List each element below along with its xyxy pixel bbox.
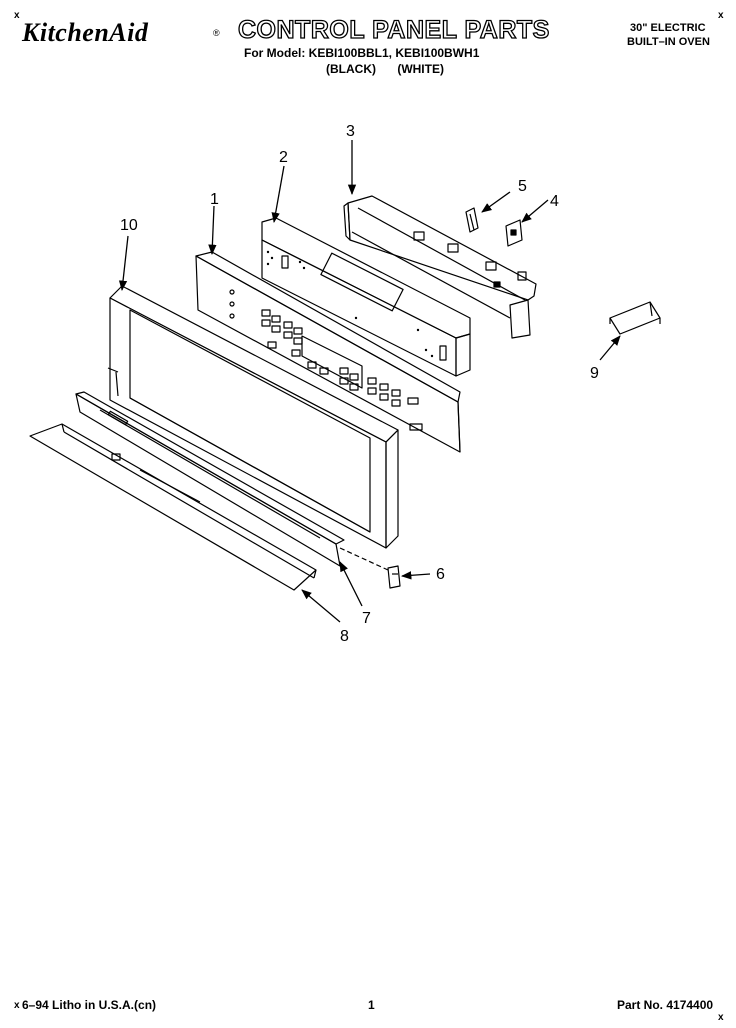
product-type-line1: 30" ELECTRIC <box>630 22 706 34</box>
part-9-angle-bracket <box>609 301 661 335</box>
part-1-faceplate <box>195 251 461 453</box>
brand-logo: KitchenAid <box>22 18 149 47</box>
page-title: CONTROL PANEL PARTS <box>237 15 550 44</box>
part-5-bracket <box>465 207 479 233</box>
callout-1: 1 <box>210 191 219 208</box>
model-colors: (BLACK) (WHITE) <box>326 62 444 76</box>
callout-8: 8 <box>340 628 349 645</box>
product-type-line2: BUILT–IN OVEN <box>627 36 710 48</box>
part-8-bottom-panel <box>29 423 317 591</box>
corner-mark-bottom-right: x <box>718 1012 724 1023</box>
part-4-clip <box>505 219 523 247</box>
part-3-control-board-bracket <box>343 195 537 339</box>
corner-mark-top-left: x <box>14 10 20 21</box>
callout-3: 3 <box>346 123 355 140</box>
corner-mark-bottom-left: x <box>14 1000 20 1011</box>
callout-5: 5 <box>518 178 527 195</box>
part-number: Part No. 4174400 <box>617 998 714 1012</box>
callout-7: 7 <box>362 610 371 627</box>
corner-mark-top-right: x <box>718 10 724 21</box>
model-numbers: For Model: KEBI100BBL1, KEBI100BWH1 <box>244 46 480 60</box>
part-2-control-overlay <box>261 217 471 377</box>
callout-6: 6 <box>436 566 445 583</box>
litho-notice: 6–94 Litho in U.S.A.(cn) <box>22 998 157 1012</box>
callout-9: 9 <box>590 365 599 382</box>
callout-2: 2 <box>279 149 288 166</box>
part-10-console-frame <box>107 285 399 549</box>
callout-10: 10 <box>120 217 138 234</box>
part-6-clip <box>339 547 401 589</box>
callout-4: 4 <box>550 193 559 210</box>
brand-registered-mark: ® <box>213 28 220 38</box>
page-number: 1 <box>368 998 375 1012</box>
